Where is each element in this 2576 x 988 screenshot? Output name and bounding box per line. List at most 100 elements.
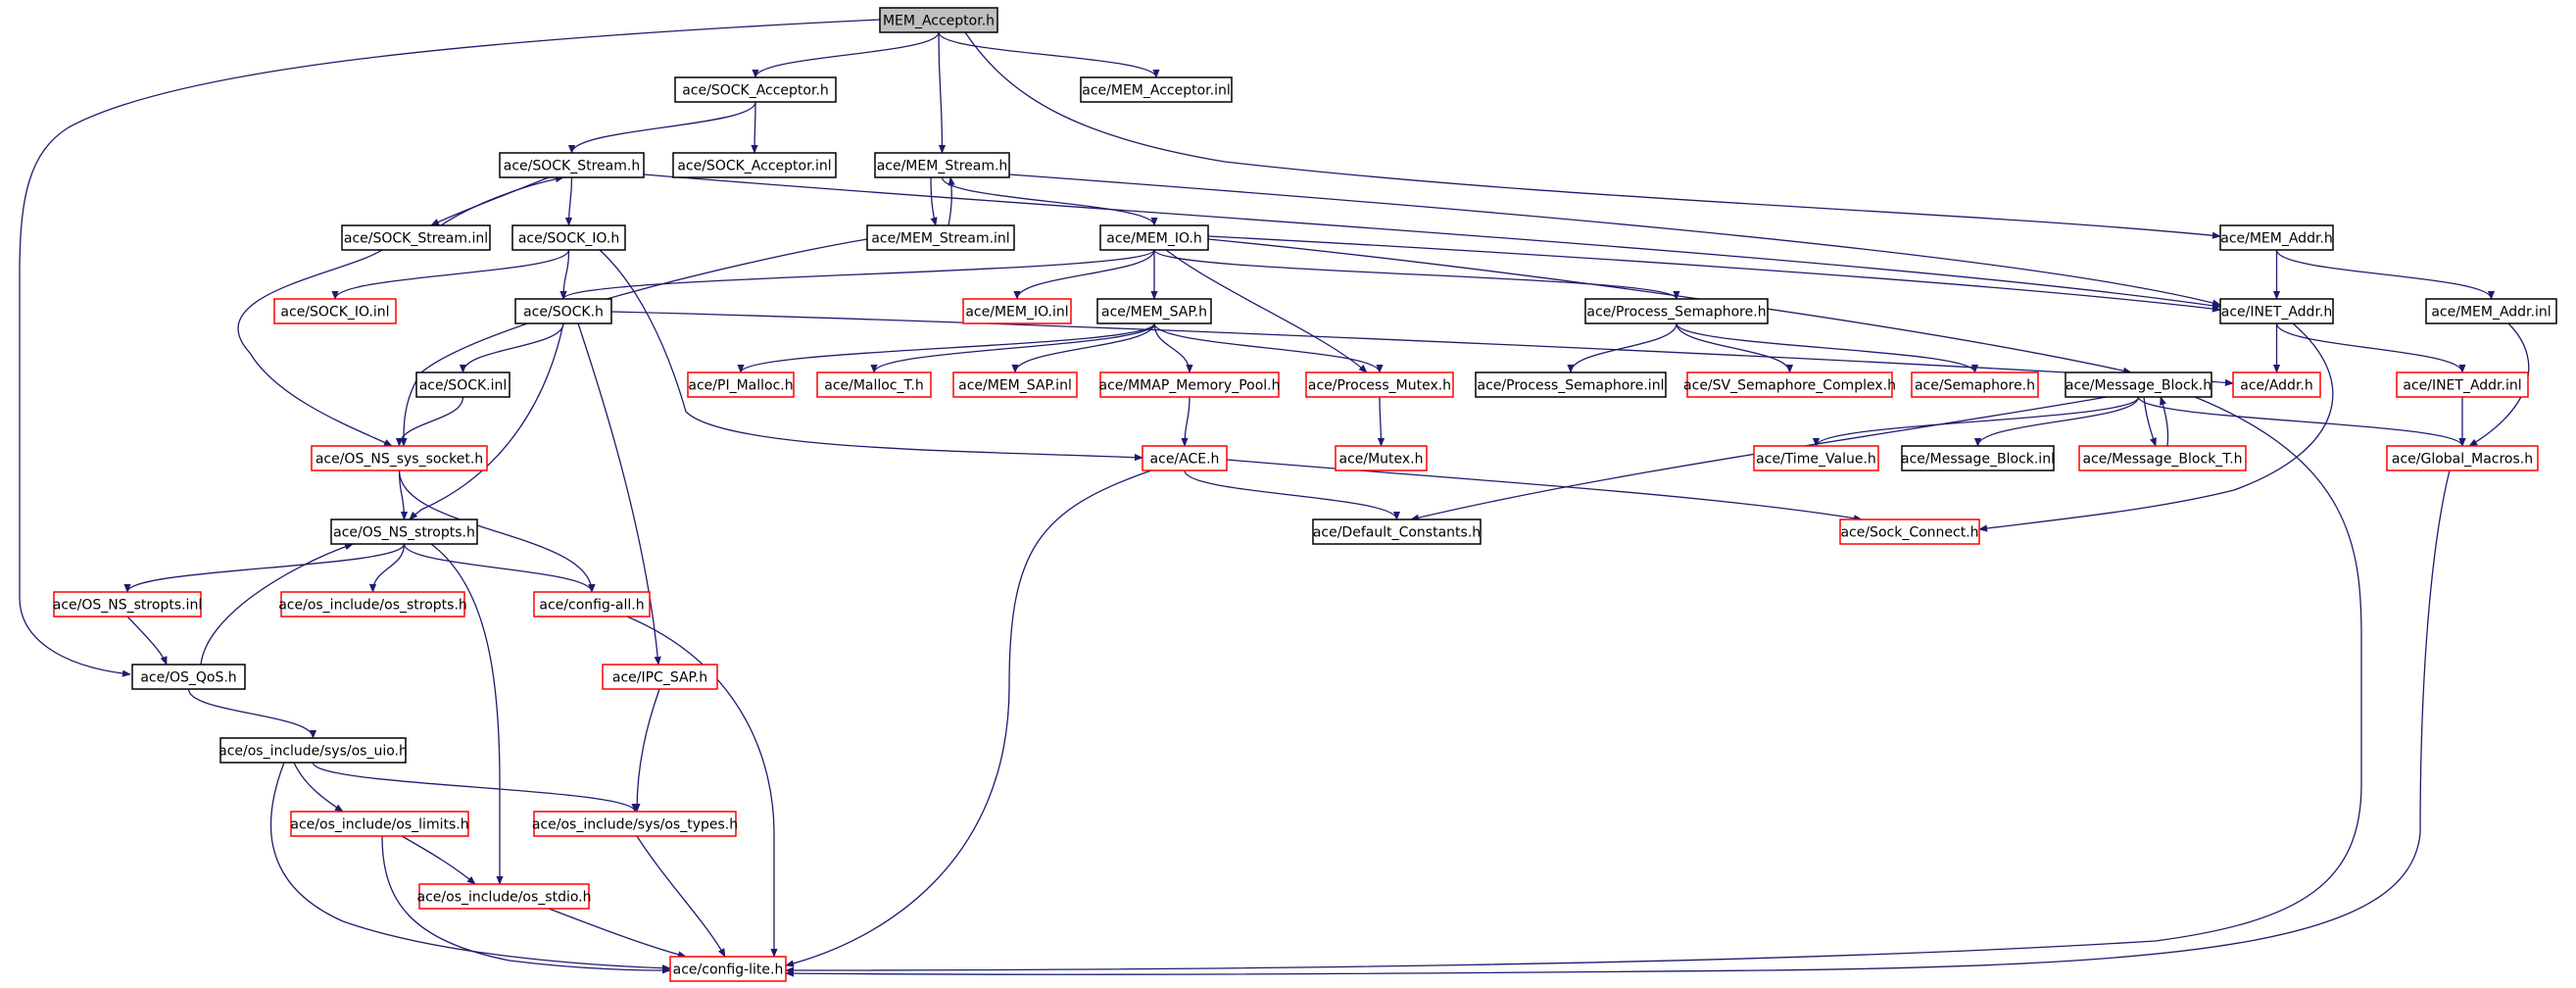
node-process-semaphore-h[interactable]: ace/Process_Semaphore.h	[1584, 298, 1769, 324]
node-box	[533, 591, 651, 618]
edge-ace_h-to-sock_connect_h	[1226, 459, 1863, 522]
edge-os_ns_stropts_h-to-os_ns_stropts_inl	[123, 543, 406, 593]
node-label: ace/config-lite.h	[673, 963, 784, 978]
node-ace-h[interactable]: ace/ACE.h	[1142, 445, 1228, 471]
node-label: ace/Message_Block_T.h	[2082, 452, 2242, 468]
node-box	[273, 298, 397, 324]
node-label: ace/Process_Semaphore.h	[1586, 305, 1766, 321]
node-os-ns-stropts-inl[interactable]: ace/OS_NS_stropts.inl	[53, 591, 202, 618]
node-mem-io-h[interactable]: ace/MEM_IO.h	[1099, 224, 1209, 251]
node-process-semaphore-inl[interactable]: ace/Process_Semaphore.inl	[1475, 371, 1667, 398]
node-inet-addr-inl[interactable]: ace/INET_Addr.inl	[2396, 371, 2529, 398]
edge-sock_io_h-to-ace_h	[599, 249, 1143, 462]
node-pi-malloc-h[interactable]: ace/PI_Malloc.h	[687, 371, 795, 398]
node-label: ace/MEM_SAP.inl	[958, 378, 1072, 394]
node-label: ace/SOCK_Stream.inl	[344, 231, 488, 247]
edge-os_ns_sys_socket_h-to-config_all_h	[398, 469, 596, 593]
node-semaphore-h[interactable]: ace/Semaphore.h	[1911, 371, 2039, 398]
edge-sock_h-to-ipc_sap_h	[577, 322, 661, 666]
dependency-nodes: MEM_Acceptor.h ace/SOCK_Acceptor.h ace/MEM…	[53, 7, 2557, 982]
node-box	[816, 371, 932, 398]
node-process-mutex-h[interactable]: ace/Process_Mutex.h	[1305, 371, 1454, 398]
node-label: ace/MEM_SAP.h	[1101, 305, 1207, 321]
node-label: ace/os_include/os_limits.h	[290, 817, 468, 833]
node-label: ace/Process_Mutex.h	[1308, 378, 1451, 394]
node-label: ace/MEM_Stream.h	[877, 159, 1008, 174]
node-box	[874, 152, 1010, 178]
node-label: ace/SOCK.inl	[419, 378, 508, 394]
node-sock-acceptor-inl[interactable]: ace/SOCK_Acceptor.inl	[672, 152, 837, 178]
node-os-ns-stropts-h[interactable]: ace/OS_NS_stropts.h	[330, 519, 478, 545]
node-mem-acceptor-h[interactable]: MEM_Acceptor.h	[879, 7, 998, 33]
node-box	[602, 664, 718, 690]
edge-os_ns_stropts_h-to-os_include_os_stdio_h	[430, 543, 504, 885]
node-mutex-h[interactable]: ace/Mutex.h	[1335, 445, 1428, 471]
node-mem-acceptor-inl[interactable]: ace/MEM_Acceptor.inl	[1080, 76, 1233, 103]
node-malloc-t-h[interactable]: ace/Malloc_T.h	[816, 371, 932, 398]
node-sock-io-h[interactable]: ace/SOCK_IO.h	[511, 224, 626, 251]
node-os-include-sys-os-types-h[interactable]: ace/os_include/sys/os_types.h	[532, 811, 738, 837]
node-sock-inl[interactable]: ace/SOCK.inl	[415, 371, 510, 398]
node-mem-sap-h[interactable]: ace/MEM_SAP.h	[1096, 298, 1212, 324]
node-box	[2219, 298, 2334, 324]
node-os-include-sys-os-uio-h[interactable]: ace/os_include/sys/os_uio.h	[219, 737, 408, 764]
node-os-include-os-stdio-h[interactable]: ace/os_include/os_stdio.h	[417, 883, 592, 910]
node-addr-h[interactable]: ace/Addr.h	[2232, 371, 2321, 398]
node-default-constants-h[interactable]: ace/Default_Constants.h	[1312, 519, 1482, 545]
edge-message_block_h-to-message_block_t_h	[2143, 396, 2157, 447]
edge-mem_stream_h-to-inet_addr_h	[1008, 173, 2221, 307]
edge-ace_h-to-config_lite_h	[785, 469, 1152, 967]
node-sock-stream-inl[interactable]: ace/SOCK_Stream.inl	[341, 224, 491, 251]
node-os-include-os-limits-h[interactable]: ace/os_include/os_limits.h	[290, 811, 469, 837]
node-message-block-inl[interactable]: ace/Message_Block.inl	[1901, 445, 2055, 471]
node-ipc-sap-h[interactable]: ace/IPC_SAP.h	[602, 664, 718, 690]
node-config-all-h[interactable]: ace/config-all.h	[533, 591, 651, 618]
node-mem-stream-h[interactable]: ace/MEM_Stream.h	[874, 152, 1010, 178]
node-label: ace/SV_Semaphore_Complex.h	[1683, 378, 1896, 394]
edge-message_block_h-to-message_block_inl	[1973, 396, 2140, 447]
edge-ipc_sap_h-to-os_include_sys_os_types_h	[633, 688, 660, 813]
edge-mem_io_h-to-message_block_h	[1207, 238, 2132, 374]
node-box	[1335, 445, 1428, 471]
node-sock-h[interactable]: ace/SOCK.h	[514, 298, 612, 324]
node-sv-semaphore-complex-h[interactable]: ace/SV_Semaphore_Complex.h	[1683, 371, 1896, 398]
node-global-macros-h[interactable]: ace/Global_Macros.h	[2386, 445, 2539, 471]
node-os-ns-sys-socket-h[interactable]: ace/OS_NS_sys_socket.h	[311, 445, 488, 471]
node-sock-acceptor-h[interactable]: ace/SOCK_Acceptor.h	[674, 76, 837, 103]
edge-sock_acceptor_h-to-sock_stream_h	[567, 101, 756, 154]
node-sock-io-inl[interactable]: ace/SOCK_IO.inl	[273, 298, 397, 324]
node-mem-io-inl[interactable]: ace/MEM_IO.inl	[962, 298, 1072, 324]
edge-os_include_os_stdio_h-to-config_lite_h	[548, 908, 687, 959]
node-box	[341, 224, 491, 251]
node-box	[533, 811, 737, 837]
edge-mem_stream_h-to-mem_io_h	[941, 176, 1158, 226]
node-label: ace/os_include/sys/os_uio.h	[219, 744, 408, 760]
edge-message_block_h-to-global_macros_h	[2137, 396, 2466, 447]
edge-process_mutex_h-to-mutex_h	[1377, 396, 1385, 447]
edge-sock_stream_h-to-sock_io_h	[564, 176, 573, 226]
node-mmap-memory-pool-h[interactable]: ace/MMAP_Memory_Pool.h	[1098, 371, 1281, 398]
node-box	[2078, 445, 2247, 471]
node-mem-addr-h[interactable]: ace/MEM_Addr.h	[2219, 224, 2334, 251]
node-box	[280, 591, 465, 618]
node-os-include-os-stropts-h[interactable]: ace/os_include/os_stropts.h	[278, 591, 467, 618]
node-message-block-h[interactable]: ace/Message_Block.h	[2065, 371, 2212, 398]
node-time-value-h[interactable]: ace/Time_Value.h	[1753, 445, 1879, 471]
edge-mem_addr_h-to-mem_addr_inl	[2275, 249, 2496, 300]
node-label: ace/SOCK_Acceptor.h	[682, 83, 829, 99]
node-inet-addr-h[interactable]: ace/INET_Addr.h	[2219, 298, 2334, 324]
node-label: ace/os_include/os_stdio.h	[417, 890, 592, 906]
edge-process_semaphore_h-to-sv_semaphore_complex_h	[1676, 322, 1794, 373]
node-message-block-t-h[interactable]: ace/Message_Block_T.h	[2078, 445, 2247, 471]
node-config-lite-h[interactable]: ace/config-lite.h	[669, 956, 787, 982]
node-label: ace/Time_Value.h	[1756, 452, 1876, 468]
node-mem-addr-inl[interactable]: ace/MEM_Addr.inl	[2425, 298, 2557, 324]
node-sock-connect-h[interactable]: ace/Sock_Connect.h	[1839, 519, 1980, 545]
node-mem-sap-inl[interactable]: ace/MEM_SAP.inl	[952, 371, 1078, 398]
node-os-qos-h[interactable]: ace/OS_QoS.h	[131, 664, 246, 690]
edge-sock_h-to-os_ns_stropts_h	[409, 322, 564, 520]
node-box	[2386, 445, 2539, 471]
node-sock-stream-h[interactable]: ace/SOCK_Stream.h	[499, 152, 645, 178]
node-box	[669, 956, 787, 982]
node-mem-stream-inl[interactable]: ace/MEM_Stream.inl	[866, 224, 1015, 251]
